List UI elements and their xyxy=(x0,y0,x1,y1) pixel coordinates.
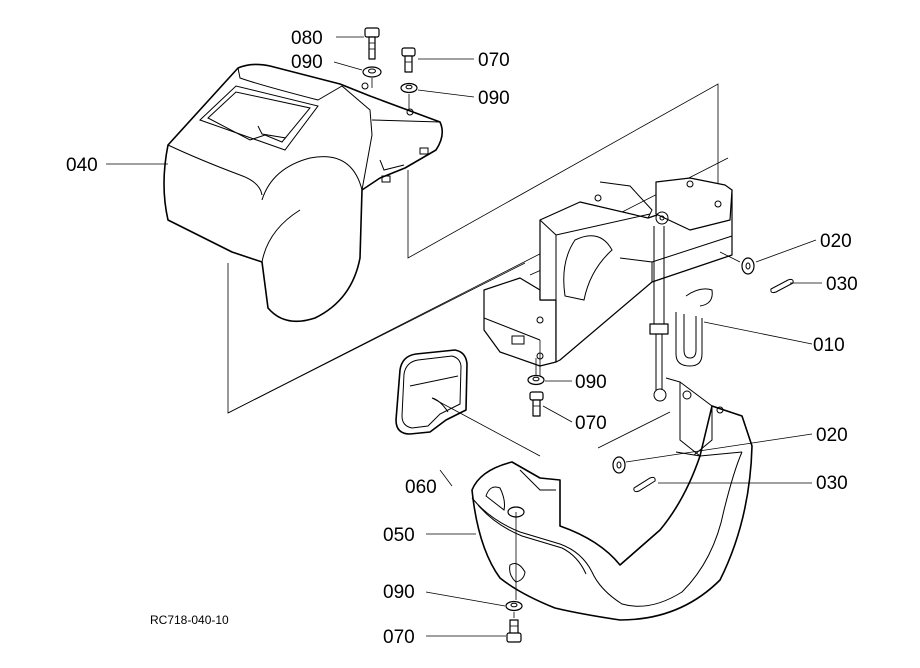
bolt-070-bottom xyxy=(506,619,522,643)
callout-070-bottom: 070 xyxy=(383,627,415,648)
assembly-axis-lines xyxy=(371,78,741,618)
callout-labels: 080 090 070 090 040 020 030 010 090 070 … xyxy=(66,28,858,648)
bolt-070-top xyxy=(401,47,416,73)
callout-080: 080 xyxy=(291,28,323,49)
bolt-070-middle xyxy=(529,391,544,417)
callout-070-middle: 070 xyxy=(575,413,607,434)
figure-code: RC718-040-10 xyxy=(150,613,229,627)
callout-050: 050 xyxy=(383,525,415,546)
washer-020-lower xyxy=(612,456,626,474)
main-frame-010 xyxy=(483,177,733,402)
washer-090-top-right xyxy=(400,82,418,94)
callout-030-lower: 030 xyxy=(816,473,848,494)
callout-040: 040 xyxy=(66,155,98,176)
callout-090-middle: 090 xyxy=(575,372,607,393)
leader-lines xyxy=(106,36,822,637)
callout-090-top-right: 090 xyxy=(478,88,510,109)
callout-060: 060 xyxy=(405,477,437,498)
lower-cover-050 xyxy=(471,377,753,621)
callout-090-top-left: 090 xyxy=(291,52,323,73)
hardware xyxy=(362,27,794,643)
callout-010: 010 xyxy=(813,335,845,356)
grommet-060 xyxy=(395,349,468,435)
bolt-080 xyxy=(364,27,380,60)
callout-090-bottom: 090 xyxy=(383,582,415,603)
upper-cover-040 xyxy=(163,63,444,323)
callout-020-upper: 020 xyxy=(820,231,852,252)
cotter-pin-030-lower xyxy=(633,476,656,493)
washer-020-upper xyxy=(741,257,755,275)
callout-070-top: 070 xyxy=(478,50,510,71)
washer-090-top-left xyxy=(362,66,382,78)
washer-090-middle xyxy=(527,374,545,386)
washer-090-bottom xyxy=(505,600,523,612)
callout-030-upper: 030 xyxy=(826,274,858,295)
callout-020-lower: 020 xyxy=(816,425,848,446)
cotter-pin-030-upper xyxy=(770,278,794,294)
